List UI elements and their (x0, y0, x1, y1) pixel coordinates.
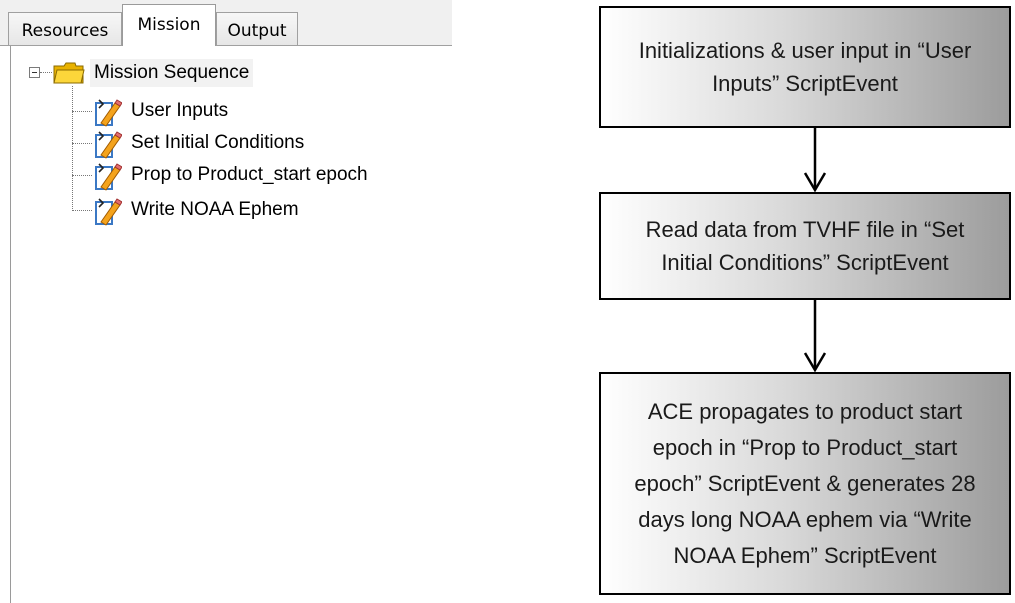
flow-step-propagate-generate: ACE propagates to product start epoch in… (599, 372, 1011, 595)
tree-connector (72, 111, 92, 112)
tree-root-mission-sequence[interactable]: Mission Sequence (90, 59, 254, 87)
tree-item-label: Set Initial Conditions (131, 132, 305, 153)
tree-connector (72, 210, 92, 211)
flow-step-text: Initializations & user input in “User In… (638, 38, 972, 96)
mission-tree-panel: Resources Mission Output Mission Sequenc… (0, 0, 452, 603)
tree-left-border (10, 46, 11, 603)
tab-bar: Resources Mission Output (0, 0, 452, 47)
tree-item-label: Prop to Product_start epoch (131, 164, 368, 185)
mission-tree (0, 46, 452, 603)
tree-connector (72, 86, 73, 211)
script-event-icon (95, 131, 122, 159)
flow-step-initializations: Initializations & user input in “User In… (599, 6, 1011, 128)
script-event-icon (95, 99, 122, 127)
arrow-down-icon (803, 300, 827, 372)
flow-step-read-tvhf: Read data from TVHF file in “Set Initial… (599, 192, 1011, 300)
collapse-minus-icon[interactable] (29, 67, 40, 78)
tree-connector (72, 175, 92, 176)
tree-connector (72, 143, 92, 144)
tree-item-label: Write NOAA Ephem (131, 199, 299, 220)
tree-connector (40, 72, 52, 73)
tree-item-label: User Inputs (131, 100, 229, 121)
arrow-down-icon (803, 128, 827, 192)
folder-icon (53, 62, 85, 84)
tab-mission[interactable]: Mission (122, 4, 216, 47)
script-event-icon (95, 198, 122, 226)
tab-output[interactable]: Output (216, 12, 298, 46)
script-event-icon (95, 163, 122, 191)
flow-step-text: ACE propagates to product start epoch in… (634, 398, 976, 568)
flow-step-text: Read data from TVHF file in “Set Initial… (645, 217, 965, 275)
tab-resources[interactable]: Resources (8, 12, 122, 46)
tab-bar-divider (0, 45, 452, 46)
